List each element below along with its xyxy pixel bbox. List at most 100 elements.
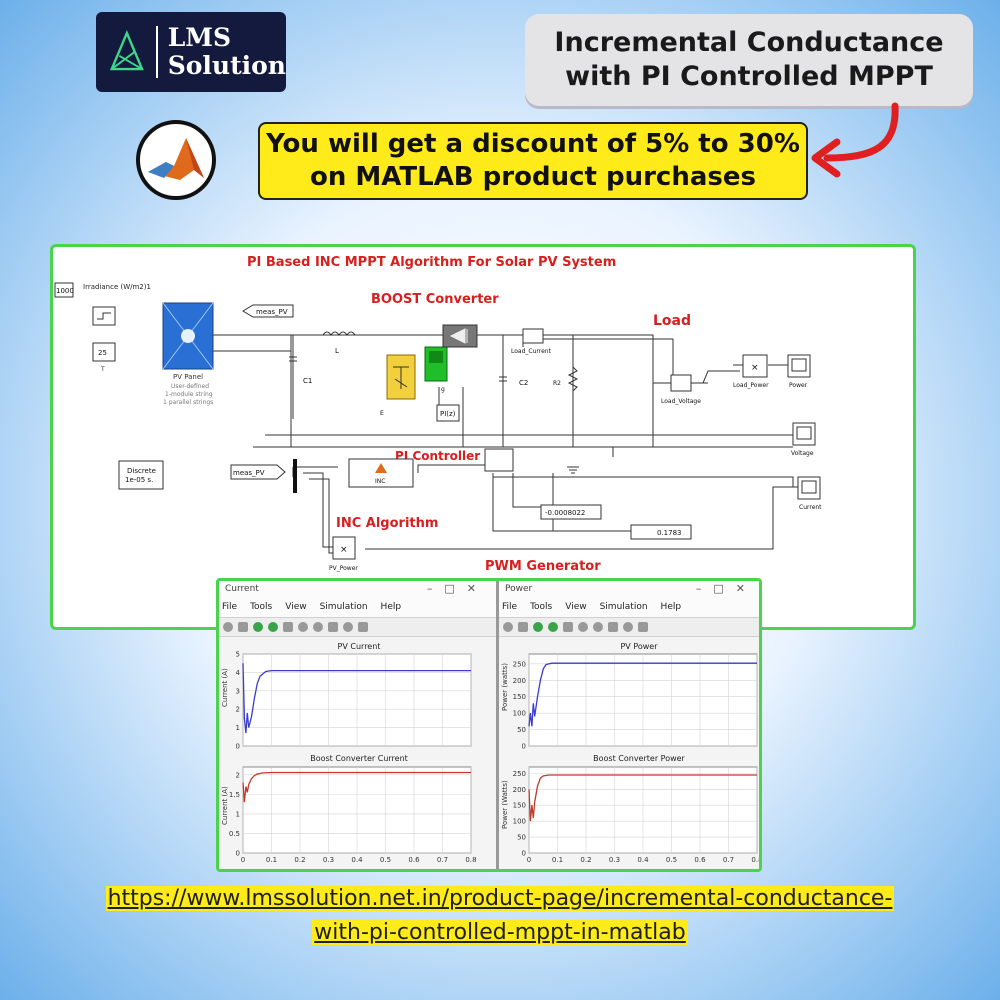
x-tick-label: 0.4 (351, 856, 363, 864)
y-tick-label: 0 (522, 850, 526, 858)
powergui-block[interactable] (118, 460, 164, 490)
product-link-line2[interactable]: with-pi-controlled-mppt-in-matlab (312, 920, 688, 945)
menu-simulation[interactable]: Simulation (599, 602, 648, 612)
y-tick-label: 2 (236, 771, 240, 779)
matlab-logo-icon (136, 120, 216, 200)
resistor-block[interactable] (567, 366, 579, 392)
run-icon[interactable] (253, 622, 263, 632)
series-line-2 (528, 662, 757, 727)
autoscale-icon[interactable] (328, 622, 338, 632)
load-current-label: Load_Current (511, 348, 552, 355)
ylabel-boost-current: Current (A) (221, 786, 229, 825)
model-title: PI Based INC MPPT Algorithm For Solar PV… (247, 255, 616, 270)
inductor-block[interactable] (322, 331, 356, 336)
y-tick-label: 1 (236, 810, 240, 818)
zoom-icon[interactable] (593, 622, 603, 632)
series-line-0 (242, 663, 471, 734)
menu-bar: File Tools View Simulation Help (219, 599, 496, 617)
load-current-meter[interactable] (522, 328, 544, 344)
step-back-icon[interactable] (238, 622, 248, 632)
step-forward-icon[interactable] (548, 622, 558, 632)
highlight-icon[interactable] (298, 622, 308, 632)
lms-solution-logo: LMS Solution (96, 12, 286, 92)
pv-desc1: User-defined (171, 383, 209, 390)
demux-block[interactable] (293, 459, 297, 493)
logo-line1: LMS (167, 23, 231, 52)
y-tick-label: 1.5 (229, 791, 240, 799)
style-icon[interactable] (638, 622, 648, 632)
run-icon[interactable] (533, 622, 543, 632)
x-tick-label: 0.7 (437, 856, 448, 864)
current-scope-window[interactable]: Current –□✕ File Tools View Simulation H… (219, 581, 497, 869)
stop-icon[interactable] (283, 622, 293, 632)
temperature-constant-block[interactable] (92, 342, 116, 362)
pv-power-product-block[interactable] (332, 536, 356, 560)
pwm-generator-label: PWM Generator (485, 559, 601, 574)
product-link-line1[interactable]: https://www.lmssolution.net.in/product-p… (105, 886, 895, 911)
measure-icon[interactable] (623, 622, 633, 632)
step-forward-icon[interactable] (268, 622, 278, 632)
measure-icon[interactable] (343, 622, 353, 632)
r2-label: R2 (553, 380, 561, 387)
x-tick-label: 0.6 (408, 856, 420, 864)
autoscale-icon[interactable] (608, 622, 618, 632)
series-line-1 (242, 771, 471, 803)
plot-title-pv-current: PV Current (338, 642, 381, 651)
display-block-1[interactable] (540, 504, 602, 520)
y-tick-label: 250 (513, 660, 526, 668)
y-tick-label: 1 (236, 724, 240, 732)
gate-label: g (441, 386, 445, 393)
y-tick-label: 0 (522, 743, 526, 751)
load-power-product-block[interactable] (742, 354, 768, 378)
menu-view[interactable]: View (285, 602, 307, 612)
menu-help[interactable]: Help (380, 602, 402, 612)
product-link[interactable]: https://www.lmssolution.net.in/product-p… (0, 882, 1000, 950)
window-titlebar[interactable]: Power –□✕ (499, 581, 759, 599)
inc-algorithm-label: INC Algorithm (336, 516, 438, 531)
pv-power-label: PV_Power (329, 565, 358, 572)
ylabel-pv-current: Current (A) (221, 668, 229, 707)
menu-simulation[interactable]: Simulation (319, 602, 368, 612)
load-voltage-meter[interactable] (670, 374, 692, 392)
irradiance-step-block[interactable] (92, 306, 116, 326)
pwm-relay-block[interactable] (484, 448, 514, 472)
pv-desc3: 1 parallel strings (163, 399, 213, 406)
style-icon[interactable] (358, 622, 368, 632)
window-controls-icon[interactable]: –□✕ (695, 582, 757, 595)
power-scope-window[interactable]: Power –□✕ File Tools View Simulation Hel… (497, 581, 762, 869)
logo-text: LMS Solution (168, 24, 286, 80)
pi-z-label: PI(z) (440, 410, 456, 418)
meas-pv-from-block[interactable] (230, 464, 286, 480)
meas-pv-goto-block[interactable] (242, 304, 294, 318)
highlight-icon[interactable] (578, 622, 588, 632)
window-title: Current (225, 584, 259, 594)
menu-view[interactable]: View (565, 602, 587, 612)
settings-icon[interactable] (503, 622, 513, 632)
pi-z-block[interactable] (436, 404, 460, 422)
step-back-icon[interactable] (518, 622, 528, 632)
menu-help[interactable]: Help (660, 602, 682, 612)
pv-desc2: 1-module string (165, 391, 213, 398)
plot-area: PV Current Current (A) Boost Converter C… (219, 637, 496, 869)
menu-file[interactable]: File (222, 602, 238, 612)
zoom-icon[interactable] (313, 622, 323, 632)
menu-tools[interactable]: Tools (530, 602, 553, 612)
irradiance-constant-block[interactable] (54, 282, 74, 298)
boost-converter-label: BOOST Converter (371, 292, 499, 307)
display-block-2[interactable] (630, 524, 692, 540)
discount-line2: on MATLAB product purchases (309, 162, 756, 192)
x-tick-label: 0.8 (751, 856, 762, 864)
voltage-scope-label: Voltage (791, 450, 814, 457)
settings-icon[interactable] (223, 622, 233, 632)
menu-tools[interactable]: Tools (250, 602, 273, 612)
y-tick-label: 4 (236, 669, 241, 677)
menu-file[interactable]: File (502, 602, 518, 612)
x-tick-label: 0.7 (723, 856, 734, 864)
scope-toolbar (219, 617, 496, 637)
x-tick-label: 0.2 (580, 856, 591, 864)
window-titlebar[interactable]: Current –□✕ (219, 581, 496, 599)
scope-right-plots: PV Power Power (watts) Boost Converter P… (501, 642, 762, 864)
window-controls-icon[interactable]: –□✕ (426, 582, 488, 595)
stop-icon[interactable] (563, 622, 573, 632)
y-tick-label: 200 (513, 786, 526, 794)
